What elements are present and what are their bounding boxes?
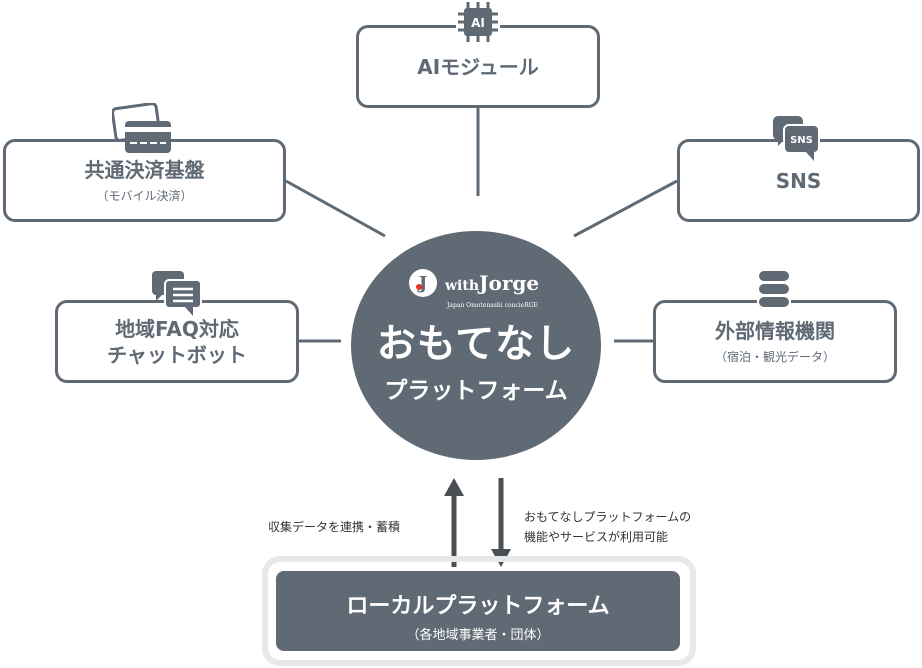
local-platform-title: ローカルプラットフォーム <box>346 594 610 619</box>
hub-subtitle: プラットフォーム <box>384 378 568 404</box>
faq-chatbot-box: 地域FAQ対応 チャットボット <box>55 300 299 383</box>
speech-bubble-icon: SNS <box>772 114 822 164</box>
payment-subtitle: （モバイル決済） <box>96 189 193 203</box>
external-info-box: 外部情報機関 （宿泊・観光データ） <box>653 300 897 383</box>
faq-title-line1: 地域FAQ対応 <box>115 316 239 341</box>
external-title: 外部情報機関 <box>715 319 835 343</box>
down-label-line1: おもてなしプラットフォームの <box>524 510 692 524</box>
down-label-line2: 機能やサービスが利用可能 <box>524 530 669 544</box>
chip-icon: AI <box>456 0 500 44</box>
hub-title: おもてなし <box>376 322 576 367</box>
local-platform-subtitle: （各地域事業者・団体） <box>406 628 550 643</box>
sns-icon-text: SNS <box>790 135 813 146</box>
ai-module-title: AIモジュール <box>417 54 539 79</box>
up-arrow <box>444 478 464 567</box>
brand-name: withJorge <box>445 271 540 295</box>
chip-icon-text: AI <box>471 16 485 30</box>
connector-payment <box>285 179 386 238</box>
connector-sns <box>573 179 678 238</box>
payment-title: 共通決済基盤 <box>84 158 205 182</box>
local-platform-box: ローカルプラットフォーム （各地域事業者・団体） <box>276 571 680 651</box>
up-arrow-label: 収集データを連携・蓄積 <box>268 520 401 534</box>
faq-title-line2: チャットボット <box>107 342 247 367</box>
chat-icon <box>151 270 205 320</box>
brand-tagline: Japan Omotenashi concieRGE <box>447 302 538 309</box>
external-subtitle: （宿泊・観光データ） <box>714 350 835 364</box>
sns-title: SNS <box>775 168 822 193</box>
database-icon <box>757 268 791 310</box>
local-platform-frame <box>262 556 696 666</box>
omotenashi-platform-hub: J withJorge Japan Omotenashi concieRGE お… <box>351 231 601 460</box>
down-arrow-label: おもてなしプラットフォームの 機能やサービスが利用可能 <box>524 507 691 547</box>
credit-card-icon <box>111 102 174 155</box>
jorge-logo-mark: J <box>409 269 437 297</box>
with-jorge-logo: J withJorge <box>409 269 539 297</box>
payment-box: 共通決済基盤 （モバイル決済） <box>3 139 286 222</box>
down-arrow <box>491 478 511 567</box>
